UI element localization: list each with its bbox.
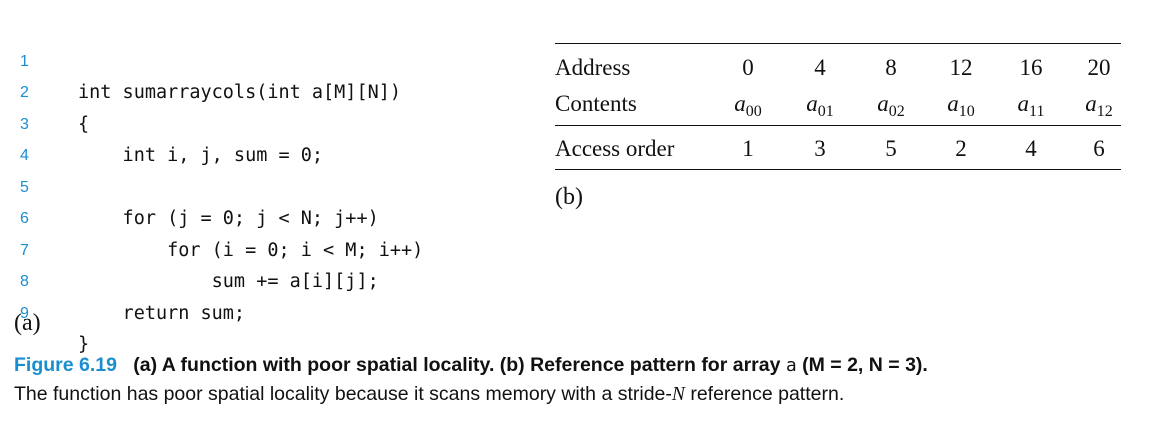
line-number: 7 xyxy=(20,241,29,259)
contents-cell: a12 xyxy=(1069,91,1129,121)
code-line: 6 for (i = 0; i < M; i++) xyxy=(20,172,540,261)
caption-stride-n: N xyxy=(671,384,685,405)
address-cell: 20 xyxy=(1087,55,1111,80)
code-line: 9 } xyxy=(20,266,540,356)
subfigure-label-a: (a) xyxy=(14,310,41,336)
access-order-cell: 4 xyxy=(1025,136,1037,161)
code-text: int sumarraycols(int a[M][N]) xyxy=(78,82,402,103)
contents-cell: a10 xyxy=(931,91,991,121)
code-text: sum += a[i][j]; xyxy=(78,271,379,292)
code-line: 5 for (j = 0; j < N; j++) xyxy=(20,140,540,230)
caption-title: (a) A function with poor spatial localit… xyxy=(133,354,786,376)
element-index: 00 xyxy=(745,103,762,120)
code-text: for (i = 0; i < M; i++) xyxy=(78,239,424,261)
address-cell: 8 xyxy=(885,55,897,80)
element-index: 01 xyxy=(817,103,834,120)
access-order-cell: 1 xyxy=(742,136,754,161)
address-row: Address 0 4 8 12 16 20 xyxy=(555,49,1121,85)
access-order-row: Access order 1 3 5 2 4 6 xyxy=(555,125,1121,169)
code-text: return sum; xyxy=(78,302,246,324)
reference-table: Address 0 4 8 12 16 20 Contents a00 a01 … xyxy=(555,43,1121,170)
line-number: 1 xyxy=(20,52,29,70)
contents-cell: a00 xyxy=(718,91,778,121)
element-var: a xyxy=(806,91,818,116)
line-number: 5 xyxy=(20,178,29,196)
code-line: 1 int sumarraycols(int a[M][N]) xyxy=(20,14,540,104)
row-header-address: Address xyxy=(555,55,631,80)
line-number: 4 xyxy=(20,147,29,164)
code-line: 8 return sum; xyxy=(20,235,540,324)
element-var: a xyxy=(877,91,889,116)
row-header-contents: Contents xyxy=(555,91,637,116)
contents-cell: a01 xyxy=(790,91,850,121)
code-line: 4 xyxy=(20,109,540,164)
access-order-cell: 6 xyxy=(1093,136,1105,161)
code-line: 2 { xyxy=(20,46,540,135)
code-text: } xyxy=(78,334,90,355)
caption-line-2: The function has poor spatial locality b… xyxy=(14,380,1169,409)
element-index: 02 xyxy=(888,103,905,120)
element-var: a xyxy=(1085,91,1097,116)
code-line: 3 int i, j, sum = 0; xyxy=(20,77,540,167)
code-text: { xyxy=(78,113,90,135)
line-number: 6 xyxy=(20,210,29,227)
caption-params: (M = 2, N = 3). xyxy=(802,354,928,376)
contents-cell: a02 xyxy=(861,91,921,121)
element-index: 11 xyxy=(1029,103,1045,120)
code-text: for (j = 0; j < N; j++) xyxy=(78,208,379,229)
contents-cell: a11 xyxy=(1001,91,1061,121)
line-number: 2 xyxy=(20,84,29,101)
code-line: 7 sum += a[i][j]; xyxy=(20,203,540,293)
address-cell: 4 xyxy=(814,55,826,80)
line-number: 9 xyxy=(20,304,29,322)
element-index: 12 xyxy=(1096,103,1113,120)
caption-body-post: reference pattern. xyxy=(684,383,845,405)
caption-line-1: Figure 6.19 (a) A function with poor spa… xyxy=(14,351,1169,380)
caption-body-pre: The function has poor spatial locality b… xyxy=(14,383,672,405)
element-var: a xyxy=(947,91,959,116)
address-cell: 16 xyxy=(1019,55,1043,80)
figure-caption: Figure 6.19 (a) A function with poor spa… xyxy=(14,351,1169,409)
line-number: 3 xyxy=(20,115,29,133)
row-header-access-order: Access order xyxy=(555,136,675,161)
subfigure-label-b: (b) xyxy=(555,184,583,210)
figure-number: Figure 6.19 xyxy=(14,354,117,376)
element-var: a xyxy=(734,91,746,116)
address-cell: 0 xyxy=(742,55,754,80)
line-number: 8 xyxy=(20,273,29,290)
address-cell: 12 xyxy=(949,55,973,80)
element-index: 10 xyxy=(958,103,975,120)
element-var: a xyxy=(1017,91,1030,116)
code-listing: 1 int sumarraycols(int a[M][N]) 2 { 3 in… xyxy=(20,14,540,356)
access-order-cell: 5 xyxy=(885,136,897,161)
access-order-cell: 2 xyxy=(955,136,967,161)
code-text: int i, j, sum = 0; xyxy=(78,145,324,166)
caption-array-name: a xyxy=(785,355,797,376)
access-order-cell: 3 xyxy=(814,136,826,161)
contents-row: Contents a00 a01 a02 a10 a11 a12 xyxy=(555,85,1121,125)
